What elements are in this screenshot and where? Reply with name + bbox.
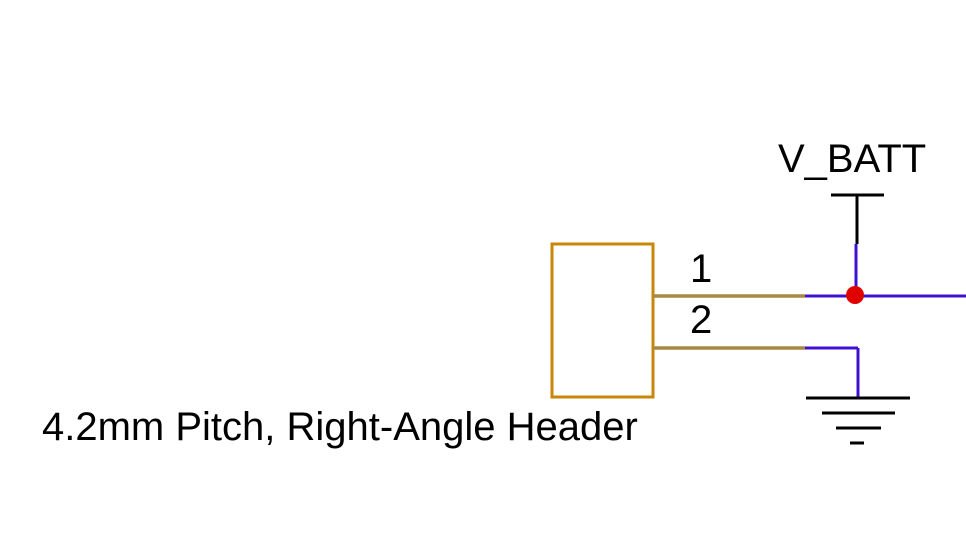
net-label-vbatt: V_BATT bbox=[778, 137, 926, 181]
junction-dot[interactable] bbox=[846, 286, 864, 304]
pin-2-number: 2 bbox=[690, 298, 712, 342]
pin-1-number: 1 bbox=[690, 247, 712, 291]
part-description: 4.2mm Pitch, Right-Angle Header bbox=[42, 405, 638, 449]
connector-body[interactable] bbox=[550, 242, 655, 399]
